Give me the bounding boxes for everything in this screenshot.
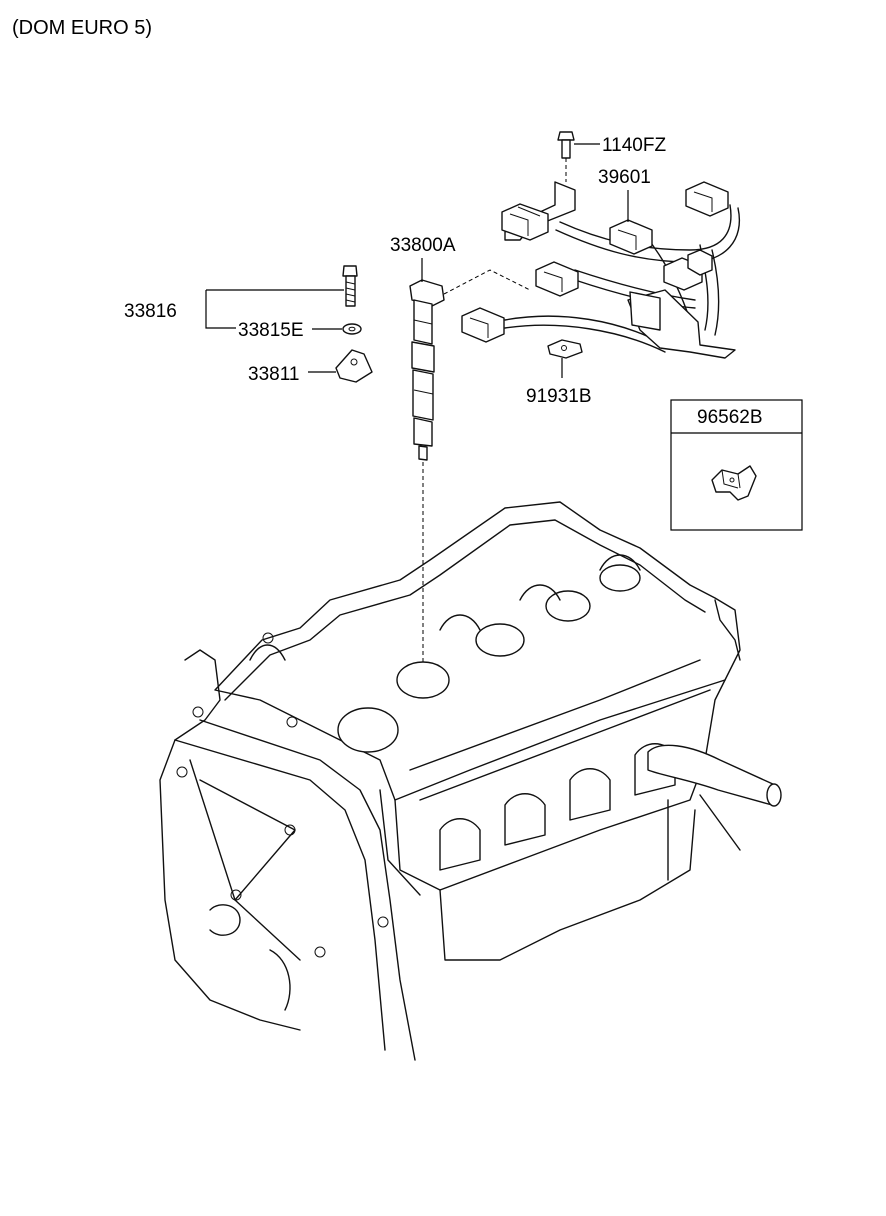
- bolt-1140fz-drawing: [557, 131, 575, 182]
- washer-33815e-drawing: [342, 323, 362, 335]
- harness-connector-7: [687, 249, 713, 276]
- callout-33800a: 33800A: [390, 235, 456, 256]
- harness-connector-2: [609, 219, 653, 255]
- harness-connector-5: [461, 307, 505, 343]
- callout-39601: 39601: [598, 167, 651, 188]
- engine-cylinder-head-drawing: [159, 501, 782, 1061]
- callout-91931b: 91931B: [526, 386, 592, 407]
- harness-connector-3: [685, 181, 729, 217]
- callout-33816: 33816: [124, 301, 177, 322]
- callout-33811: 33811: [248, 364, 299, 385]
- wiring-harness-drawing: [461, 181, 741, 359]
- bracket-91931b-drawing: [547, 339, 583, 359]
- harness-connector-4: [535, 261, 579, 297]
- harness-connector-1: [501, 203, 549, 241]
- inset-box-96562b: 96562B: [670, 399, 803, 531]
- variant-header: (DOM EURO 5): [12, 17, 152, 39]
- callout-33815e: 33815E: [238, 320, 304, 341]
- injector-33800a-drawing: [409, 269, 531, 700]
- callout-1140fz: 1140FZ: [602, 135, 666, 156]
- bolt-33816-drawing: [342, 265, 358, 307]
- clamp-33811-drawing: [335, 349, 373, 383]
- clip-96562b-drawing: [711, 465, 757, 501]
- leader-33816-bracket: [205, 290, 236, 329]
- inset-title: 96562B: [697, 407, 763, 428]
